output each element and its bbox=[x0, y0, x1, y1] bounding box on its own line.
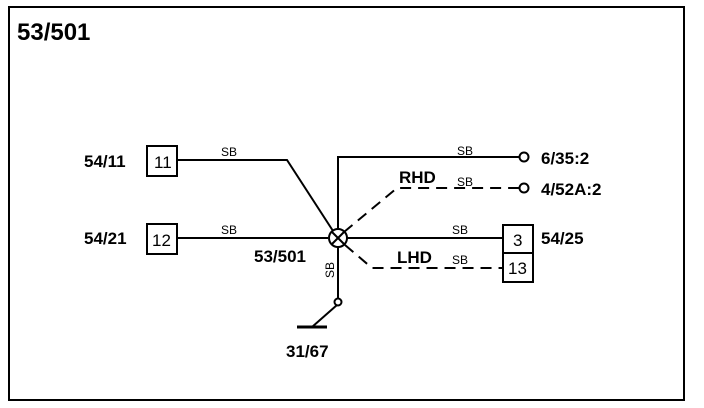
ground-terminal bbox=[333, 297, 343, 307]
wire-color-w2: SB bbox=[221, 223, 237, 237]
pin-label-12: 12 bbox=[152, 231, 171, 250]
terminal-label-6-35-2: 6/35:2 bbox=[541, 149, 589, 168]
lhd-label: LHD bbox=[397, 248, 432, 267]
wire-color-w3: SB bbox=[457, 144, 473, 158]
wire-color-w7: SB bbox=[323, 262, 337, 278]
connector-box-12 bbox=[146, 223, 178, 255]
wire-color-w4: SB bbox=[457, 175, 473, 189]
connector-label-54-21: 54/21 bbox=[84, 229, 127, 248]
terminal-4-52a bbox=[518, 182, 530, 194]
wire-color-w1: SB bbox=[221, 145, 237, 159]
connector-box-11 bbox=[146, 145, 178, 177]
wire-color-w5: SB bbox=[452, 223, 468, 237]
diagram-frame bbox=[8, 6, 685, 401]
wire-rhd-to-4-52a bbox=[343, 187, 520, 233]
connector-label-54-25: 54/25 bbox=[541, 229, 584, 248]
pin-label-3: 3 bbox=[513, 231, 522, 250]
rhd-label: RHD bbox=[399, 168, 436, 187]
splice-label: 53/501 bbox=[254, 247, 306, 266]
pin-label-13: 13 bbox=[508, 259, 527, 278]
splice-cross-2 bbox=[331, 231, 345, 245]
ground-label: 31/67 bbox=[286, 342, 329, 361]
diagram-title: 53/501 bbox=[17, 19, 90, 46]
wire-splice-to-6-35 bbox=[337, 156, 520, 229]
wire-color-w6: SB bbox=[452, 253, 468, 267]
terminal-label-4-52a-2: 4/52A:2 bbox=[541, 180, 601, 199]
terminal-6-35 bbox=[518, 151, 530, 163]
connector-label-54-11: 54/11 bbox=[84, 152, 126, 171]
ground-lead bbox=[311, 304, 338, 328]
wire-11-to-splice bbox=[177, 159, 336, 235]
pin-label-11: 11 bbox=[154, 153, 172, 172]
